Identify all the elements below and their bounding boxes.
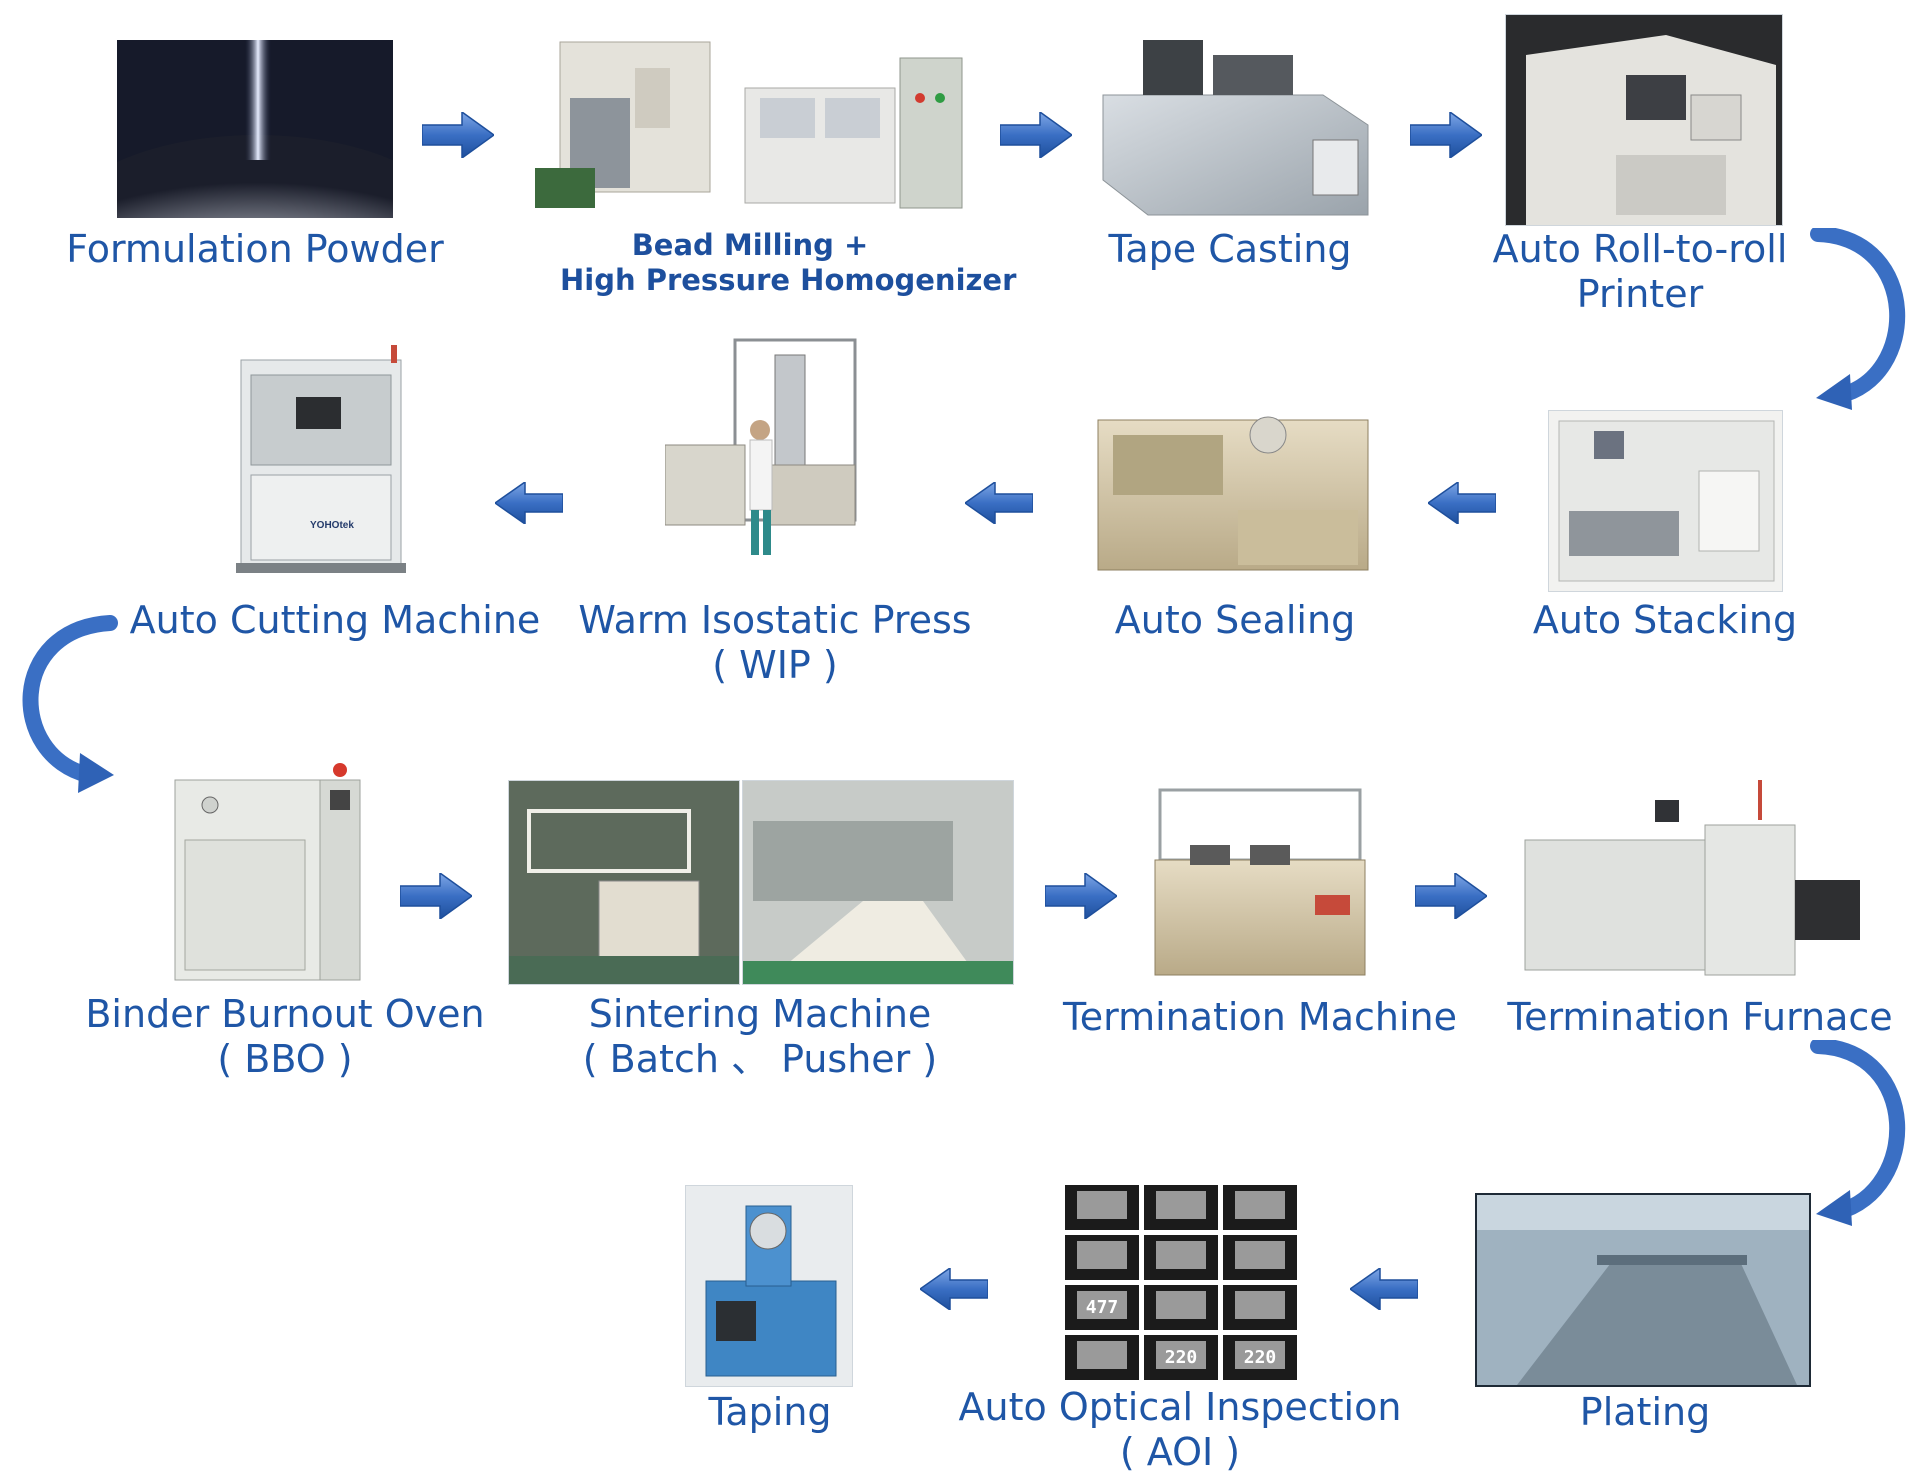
auto-cutting-machine-illustration <box>236 345 406 585</box>
aoi-label-line1: Auto Optical Inspection <box>958 1385 1402 1429</box>
wip-label-line1: Warm Isostatic Press <box>578 598 972 642</box>
sintering-batch-photo <box>508 780 740 985</box>
curved-arrow-icon <box>1810 1040 1910 1230</box>
arrow-icon <box>1410 112 1482 158</box>
termination-furnace-label: Termination Furnace <box>1507 995 1893 1039</box>
arrow-icon <box>1415 873 1487 919</box>
sintering-label-line2: ( Batch 、 Pusher ) <box>582 1037 938 1081</box>
curved-arrow-icon <box>1810 228 1910 413</box>
aoi-tile-readout: 220 <box>1244 1347 1277 1368</box>
sintering-label-line1: Sintering Machine <box>588 992 932 1036</box>
termination-furnace-illustration <box>1520 780 1860 990</box>
arrow-icon <box>920 1268 988 1310</box>
termination-machine-label: Termination Machine <box>1063 995 1457 1039</box>
taping-machine-photo <box>685 1185 853 1387</box>
roll-to-roll-printer-label-line1: Auto Roll-to-roll <box>1492 227 1788 271</box>
arrow-icon <box>422 112 494 158</box>
auto-sealing-machine-illustration <box>1093 400 1378 590</box>
bbo-oven-illustration <box>165 760 365 990</box>
sintering-pusher-photo <box>742 780 1014 985</box>
aoi-tile-readout: 220 <box>1165 1347 1198 1368</box>
auto-stacking-label: Auto Stacking <box>1532 598 1798 642</box>
bbo-label-line1: Binder Burnout Oven <box>85 992 485 1036</box>
arrow-icon <box>495 482 563 524</box>
taping-label: Taping <box>708 1390 832 1434</box>
roll-to-roll-printer-photo <box>1505 14 1783 226</box>
auto-stacking-photo <box>1548 410 1783 592</box>
aoi-tile-readout: 477 <box>1086 1297 1119 1318</box>
bbo-label-line2: ( BBO ) <box>217 1037 353 1081</box>
bead-milling-label-line1: Bead Milling + <box>631 228 869 262</box>
wip-label-line2: ( WIP ) <box>712 643 838 687</box>
termination-machine-illustration <box>1150 785 1370 985</box>
cutting-machine-brand: YOHOtek <box>310 520 354 531</box>
tape-casting-machine-illustration <box>1093 20 1378 220</box>
bead-milling-label-line2: High Pressure Homogenizer <box>560 263 1017 297</box>
auto-cutting-label: Auto Cutting Machine <box>129 598 541 642</box>
aoi-label-line2: ( AOI ) <box>1119 1430 1241 1474</box>
aoi-inspection-grid: 477 220 220 <box>1063 1183 1300 1383</box>
plating-label: Plating <box>1579 1390 1711 1434</box>
curved-arrow-icon <box>18 615 118 795</box>
formulation-powder-photo <box>117 40 393 218</box>
arrow-icon <box>1428 482 1496 524</box>
formulation-powder-label: Formulation Powder <box>66 227 444 271</box>
arrow-icon <box>1350 1268 1418 1310</box>
arrow-icon <box>965 482 1033 524</box>
auto-sealing-label: Auto Sealing <box>1114 598 1356 642</box>
roll-to-roll-printer-label-line2: Printer <box>1576 272 1704 316</box>
arrow-icon <box>1045 873 1117 919</box>
arrow-icon <box>400 873 472 919</box>
plating-photo <box>1475 1193 1811 1387</box>
wip-machine-illustration <box>665 335 875 565</box>
tape-casting-label: Tape Casting <box>1108 227 1352 271</box>
bead-milling-machine-illustration <box>530 38 970 218</box>
arrow-icon <box>1000 112 1072 158</box>
